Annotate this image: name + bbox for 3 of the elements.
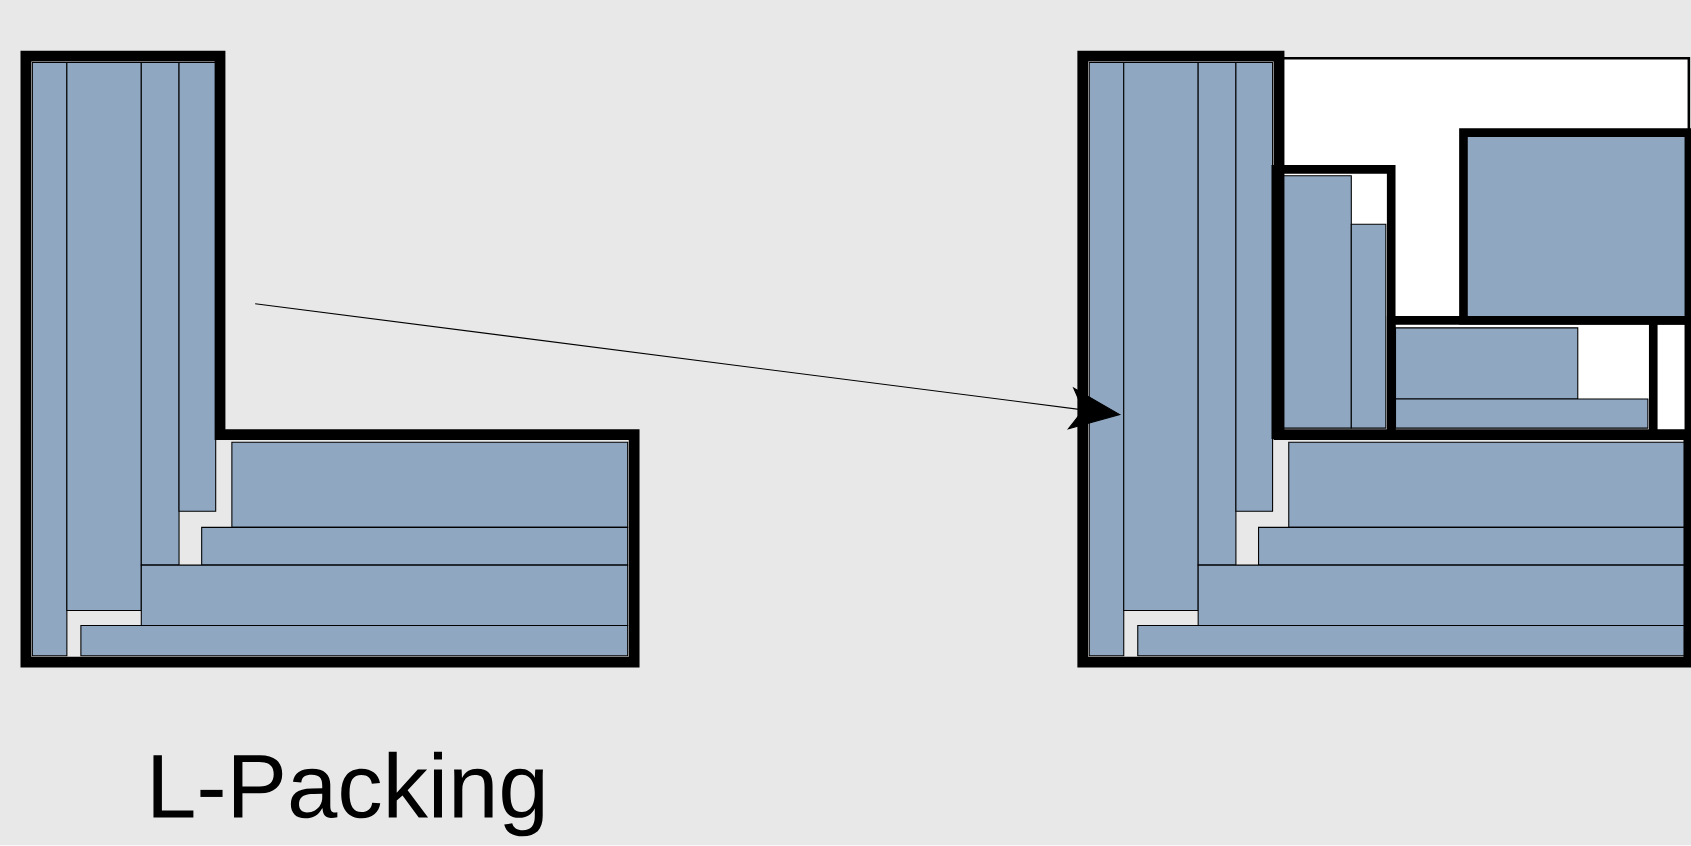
caption: L-Packing <box>153 752 543 837</box>
packing-drawing <box>1077 50 1691 668</box>
packing-drawing <box>20 50 640 668</box>
